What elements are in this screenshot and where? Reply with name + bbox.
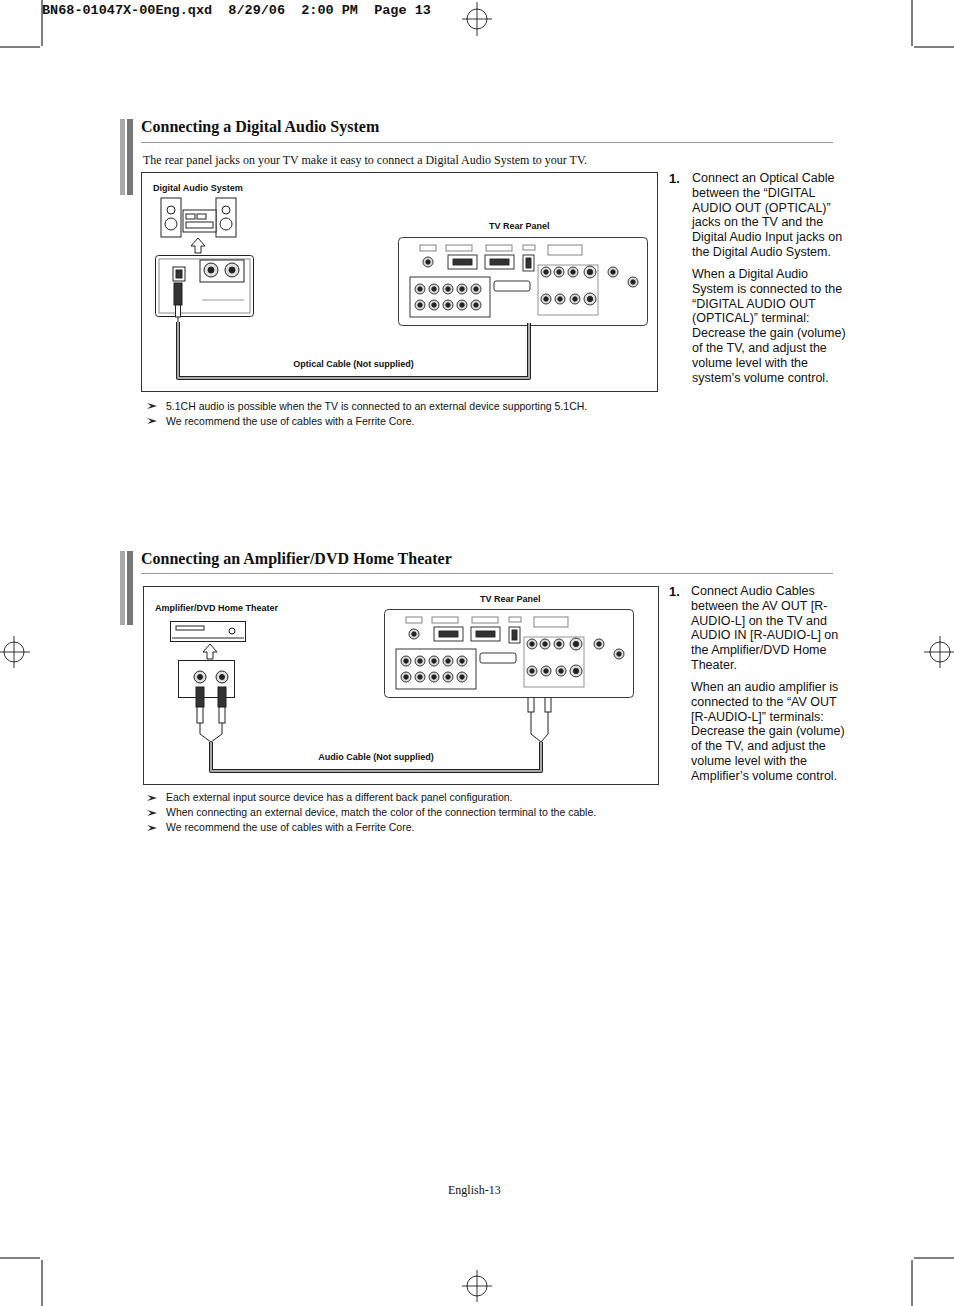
note-text: We recommend the use of cables with a Fe… <box>166 415 414 427</box>
device-label: TV Rear Panel <box>480 594 541 604</box>
tv-rear-panel: TV Rear Panel <box>395 219 650 323</box>
device-label: Digital Audio System <box>153 183 243 193</box>
section-heading: Connecting an Amplifier/DVD Home Theater <box>141 550 452 568</box>
tv-panel-drawing <box>385 610 634 698</box>
audio-device: Digital Audio System <box>150 180 260 322</box>
device-label: Amplifier/DVD Home Theater <box>155 603 278 613</box>
device-label: TV Rear Panel <box>489 221 550 231</box>
tv-rear-panel: TV Rear Panel <box>380 592 636 742</box>
file-header: BN68-01047X-00Eng.qxd 8/29/06 2:00 PM Pa… <box>42 3 431 18</box>
step-text: Connect an Optical Cable between the “DI… <box>692 171 852 260</box>
cable <box>178 322 529 378</box>
step-text: Connect Audio Cables between the AV OUT … <box>691 584 851 673</box>
section-heading: Connecting a Digital Audio System <box>141 118 379 136</box>
step-text: When an audio amplifier is connected to … <box>691 680 851 784</box>
diagram-frames <box>142 173 659 785</box>
note-text: When connecting an external device, matc… <box>166 806 596 818</box>
audio-device: Amplifier/DVD Home Theater <box>150 600 295 742</box>
step-number: 1. <box>669 171 680 186</box>
cable-label: Audio Cable (Not supplied) <box>316 752 436 762</box>
cable-core <box>178 322 529 378</box>
note-text: Each external input source device has a … <box>166 791 513 803</box>
page-number: English-13 <box>448 1183 501 1198</box>
note-markers <box>147 403 157 831</box>
note-text: We recommend the use of cables with a Fe… <box>166 821 414 833</box>
intro-text: The rear panel jacks on your TV make it … <box>143 153 587 168</box>
tv-panel-drawing <box>399 238 648 326</box>
step-number: 1. <box>669 584 680 599</box>
cable-core <box>211 742 541 771</box>
tv-rear-panels <box>385 238 648 698</box>
cable-label: Optical Cable (Not supplied) <box>291 359 416 369</box>
cable <box>211 742 541 771</box>
step-text: When a Digital Audio System is connected… <box>692 267 852 385</box>
note-text: 5.1CH audio is possible when the TV is c… <box>166 400 587 412</box>
